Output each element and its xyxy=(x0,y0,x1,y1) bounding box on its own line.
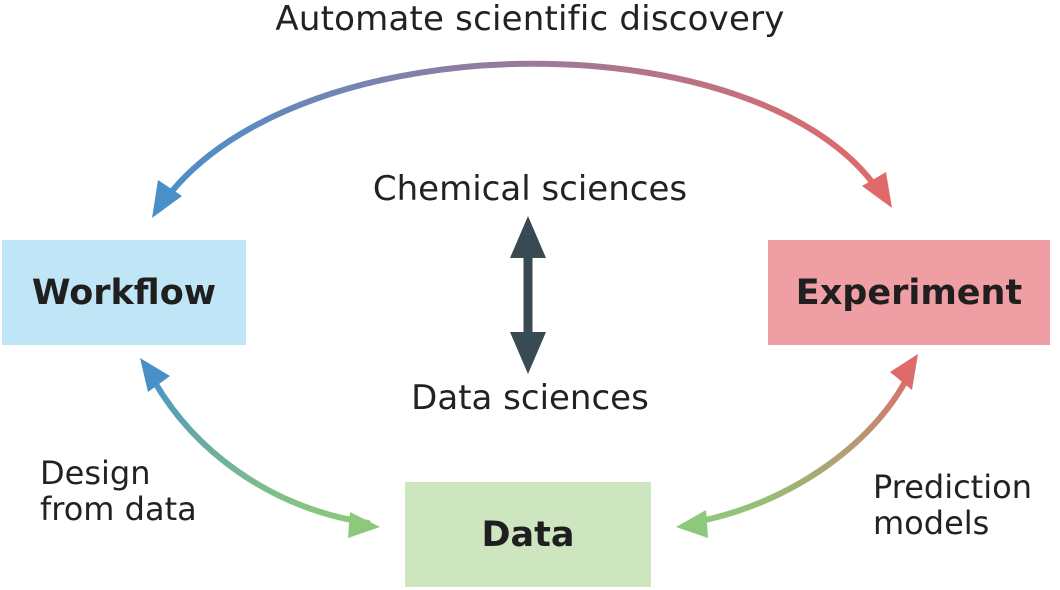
data-sciences-label: Data sciences xyxy=(411,378,649,418)
diagram-title: Automate scientific discovery xyxy=(275,0,785,39)
right-arrowhead-up xyxy=(890,354,918,390)
left-cycle-arrow xyxy=(145,367,371,526)
center-arrowhead-down xyxy=(510,332,546,374)
left-arrowhead-right xyxy=(348,512,380,538)
design-from-data-line-1: Design xyxy=(40,454,151,492)
design-from-data-line-2: from data xyxy=(40,489,197,528)
top-arrowhead-right xyxy=(862,172,892,208)
experiment-node: Experiment xyxy=(768,240,1050,345)
experiment-node-label: Experiment xyxy=(795,272,1023,313)
center-arrowhead-up xyxy=(510,216,546,258)
left-arrowhead-up xyxy=(140,358,170,392)
top-arrowhead-left xyxy=(152,180,182,218)
top-cycle-arrow xyxy=(162,60,881,203)
workflow-node: Workflow xyxy=(2,240,246,345)
right-cycle-arrow xyxy=(687,365,915,526)
design-from-data-label: Design from data xyxy=(40,454,197,528)
prediction-models-line-2: models xyxy=(873,503,990,542)
workflow-node-label: Workflow xyxy=(31,272,217,313)
data-node: Data xyxy=(405,482,651,587)
right-arrowhead-left xyxy=(676,510,708,538)
prediction-models-line-1: Prediction xyxy=(873,468,1032,506)
chemical-sciences-label: Chemical sciences xyxy=(372,169,688,209)
data-node-label: Data xyxy=(481,514,575,555)
prediction-models-label: Prediction models xyxy=(873,468,1032,542)
